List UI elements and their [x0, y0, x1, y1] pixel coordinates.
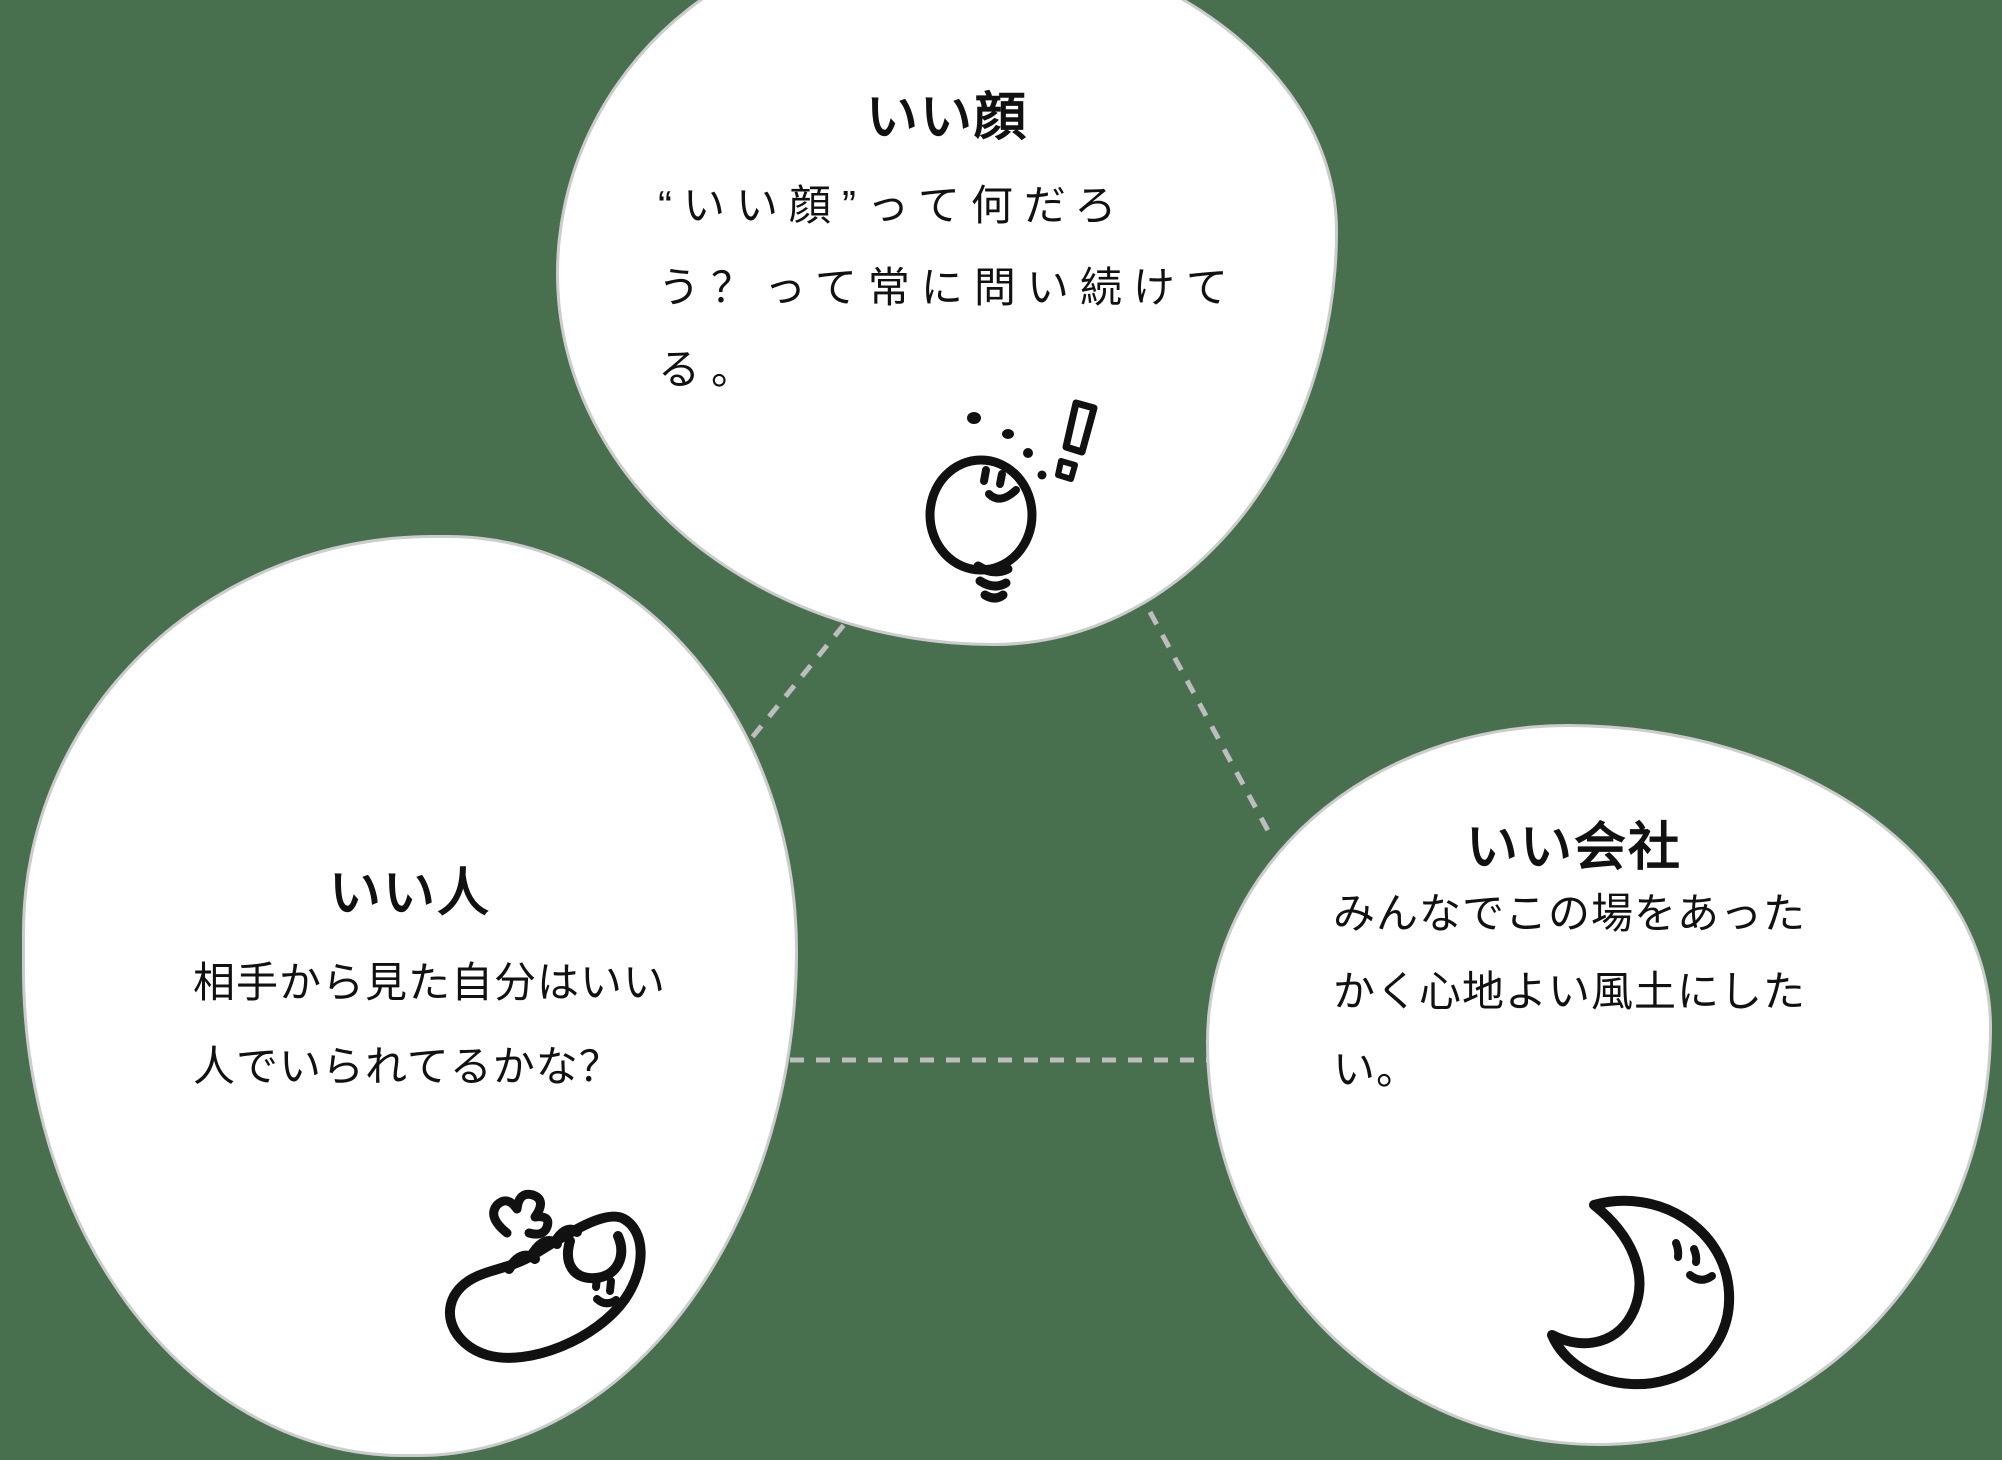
moon-doodle-icon	[1547, 1195, 1735, 1390]
card-good-company: いい会社 みんなでこの場をあった かく心地よい風土にした い。	[1206, 724, 1992, 1446]
shoe-doodle-icon	[445, 1189, 646, 1363]
card-good-company-body: みんなでこの場をあった かく心地よい風土にした い。	[1333, 890, 1807, 1093]
card-good-face-body: “いい顔”って何だろ う？って常に問い続けて る。	[658, 182, 1239, 393]
card-good-person-title: いい人	[328, 865, 491, 923]
card-good-company-title: いい会社	[1465, 819, 1682, 877]
card-good-face-title: いい顔	[865, 89, 1028, 147]
lightbulb-doodle-icon	[925, 399, 1098, 603]
connector-face-company	[1147, 610, 1275, 840]
card-good-person-body: 相手から見た自分はいい 人でいられてるかな？	[193, 959, 667, 1090]
card-good-person: いい人 相手から見た自分はいい 人でいられてるかな？	[22, 535, 798, 1457]
